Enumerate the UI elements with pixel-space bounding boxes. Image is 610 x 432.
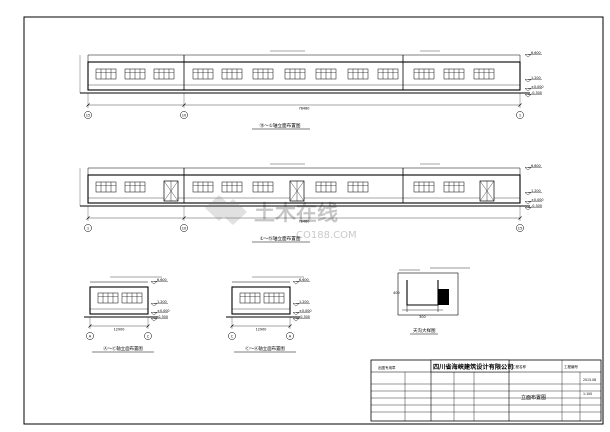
level-mark-icon <box>150 281 158 285</box>
axis-bubble-start-label: 15 <box>86 113 91 117</box>
elevation-title: Ⓒ～Ⓐ轴立面布置图 <box>245 345 285 352</box>
door-swing <box>296 180 305 202</box>
level-value: 1.200 <box>157 300 167 304</box>
axis-bubble-mid-circle <box>180 111 188 119</box>
elevation-title: ①～⑮轴立面布置图 <box>260 235 301 242</box>
axis-bubble-start-label: 1 <box>87 226 89 230</box>
elevation-axis-15-1: 78480 15 10 1 6.600 1.200 ±0.000 -0.300 ⑮～①轴立面布置… <box>79 51 544 130</box>
level-value: 1.200 <box>531 76 541 80</box>
axis-bubble-start-label: C <box>231 334 234 338</box>
level-value: ±0.000 <box>299 309 312 313</box>
level-value: 1.200 <box>531 189 541 193</box>
level-mark-icon <box>150 318 158 322</box>
elevation-title: Ⓐ～Ⓒ轴立面布置图 <box>103 345 143 352</box>
axis-bubble-end-circle <box>516 111 524 119</box>
axis-bubble-mid-label: 10 <box>182 226 187 230</box>
elevation-title: ⑮～①轴立面布置图 <box>260 122 301 129</box>
level-mark-icon <box>524 94 532 98</box>
level-mark-icon <box>524 192 532 196</box>
axis-bubble-start-label: A <box>89 334 92 338</box>
axis-bubble-end-circle <box>516 224 524 232</box>
wall-outline <box>89 286 149 315</box>
level-mark-icon <box>150 303 158 307</box>
dimension-total: 12900 <box>256 328 267 332</box>
elevation-axis-1-15: 78480 1 10 15 6.600 1.200 ±0.000 -0.300 ①～⑮轴立面布置… <box>79 164 544 243</box>
level-value: -0.300 <box>531 91 542 95</box>
gutter-height-label: 400 <box>393 291 400 295</box>
level-value: 6.600 <box>531 51 541 55</box>
wall-outline <box>87 174 521 204</box>
dimension-tick <box>518 216 522 220</box>
axis-bubble-end-label: 15 <box>518 226 523 230</box>
level-value: ±0.000 <box>531 198 544 202</box>
sheet-border <box>23 16 604 425</box>
dimension-tick <box>86 103 90 107</box>
level-value: 6.600 <box>299 278 309 282</box>
level-mark-icon <box>524 79 532 83</box>
dimension-tick <box>182 103 186 107</box>
company-name: 四川省海峡建筑设计有限公司 <box>433 363 513 371</box>
axis-bubble-end-circle <box>144 332 152 340</box>
level-value: -0.300 <box>531 204 542 208</box>
project-label: 工程名称 <box>512 364 526 369</box>
axis-bubble-end-label: 1 <box>519 113 521 117</box>
gutter-detail-title: 天沟大样图 <box>413 327 436 334</box>
dimension-tick <box>230 324 234 328</box>
level-value: -0.300 <box>299 315 310 319</box>
level-value: 1.200 <box>299 300 309 304</box>
dimension-tick <box>88 324 92 328</box>
dimension-tick <box>146 324 150 328</box>
dimension-total: 78480 <box>299 220 310 224</box>
door-swing <box>486 180 495 202</box>
axis-bubble-end-circle <box>286 332 294 340</box>
level-value: 6.600 <box>531 164 541 168</box>
wall-outline <box>231 286 291 315</box>
door-swing <box>170 180 179 202</box>
axis-bubble-mid-circle <box>180 224 188 232</box>
dimension-tick <box>518 103 522 107</box>
axis-bubble-start-circle <box>86 332 94 340</box>
sheet-number-label: 工程编号 <box>564 364 578 369</box>
dimension-tick <box>182 216 186 220</box>
watermark-logo-icon <box>205 195 247 225</box>
axis-bubble-end-label: A <box>289 334 292 338</box>
dimension-tick <box>86 216 90 220</box>
wall-outline <box>87 61 521 91</box>
approval-stamp-label: 出图专用章 <box>378 365 396 370</box>
gutter-detail: 300 400 天沟大样图 <box>393 267 470 335</box>
watermark-brand: 土木在线 <box>254 201 338 225</box>
drawing-date: 2015.08 <box>583 378 596 382</box>
watermark: 土木在线 CO188.COM <box>205 195 357 241</box>
level-value: 6.600 <box>157 278 167 282</box>
level-value: ±0.000 <box>531 85 544 89</box>
level-mark-icon <box>524 54 532 58</box>
level-value: ±0.000 <box>157 309 170 313</box>
drawing-scale: 1:100 <box>583 392 592 396</box>
dimension-total: 12900 <box>114 328 125 332</box>
gutter-width-label: 300 <box>419 315 426 319</box>
axis-bubble-start-circle <box>84 111 92 119</box>
level-mark-icon <box>292 318 300 322</box>
watermark-url: CO188.COM <box>296 230 357 241</box>
axis-bubble-start-circle <box>228 332 236 340</box>
axis-bubble-end-label: C <box>147 334 150 338</box>
drawing-name: 立面布置图 <box>521 394 546 401</box>
axis-bubble-mid-label: 10 <box>182 113 187 117</box>
level-mark-icon <box>524 207 532 211</box>
level-value: -0.300 <box>157 315 168 319</box>
level-mark-icon <box>292 281 300 285</box>
dimension-tick <box>288 324 292 328</box>
title-block: 四川省海峡建筑设计有限公司 出图专用章 工程名称 工程编号 立面布置图 2015… <box>370 359 602 422</box>
level-mark-icon <box>524 167 532 171</box>
axis-bubble-start-circle <box>84 224 92 232</box>
level-mark-icon <box>292 303 300 307</box>
dimension-total: 78480 <box>299 107 310 111</box>
